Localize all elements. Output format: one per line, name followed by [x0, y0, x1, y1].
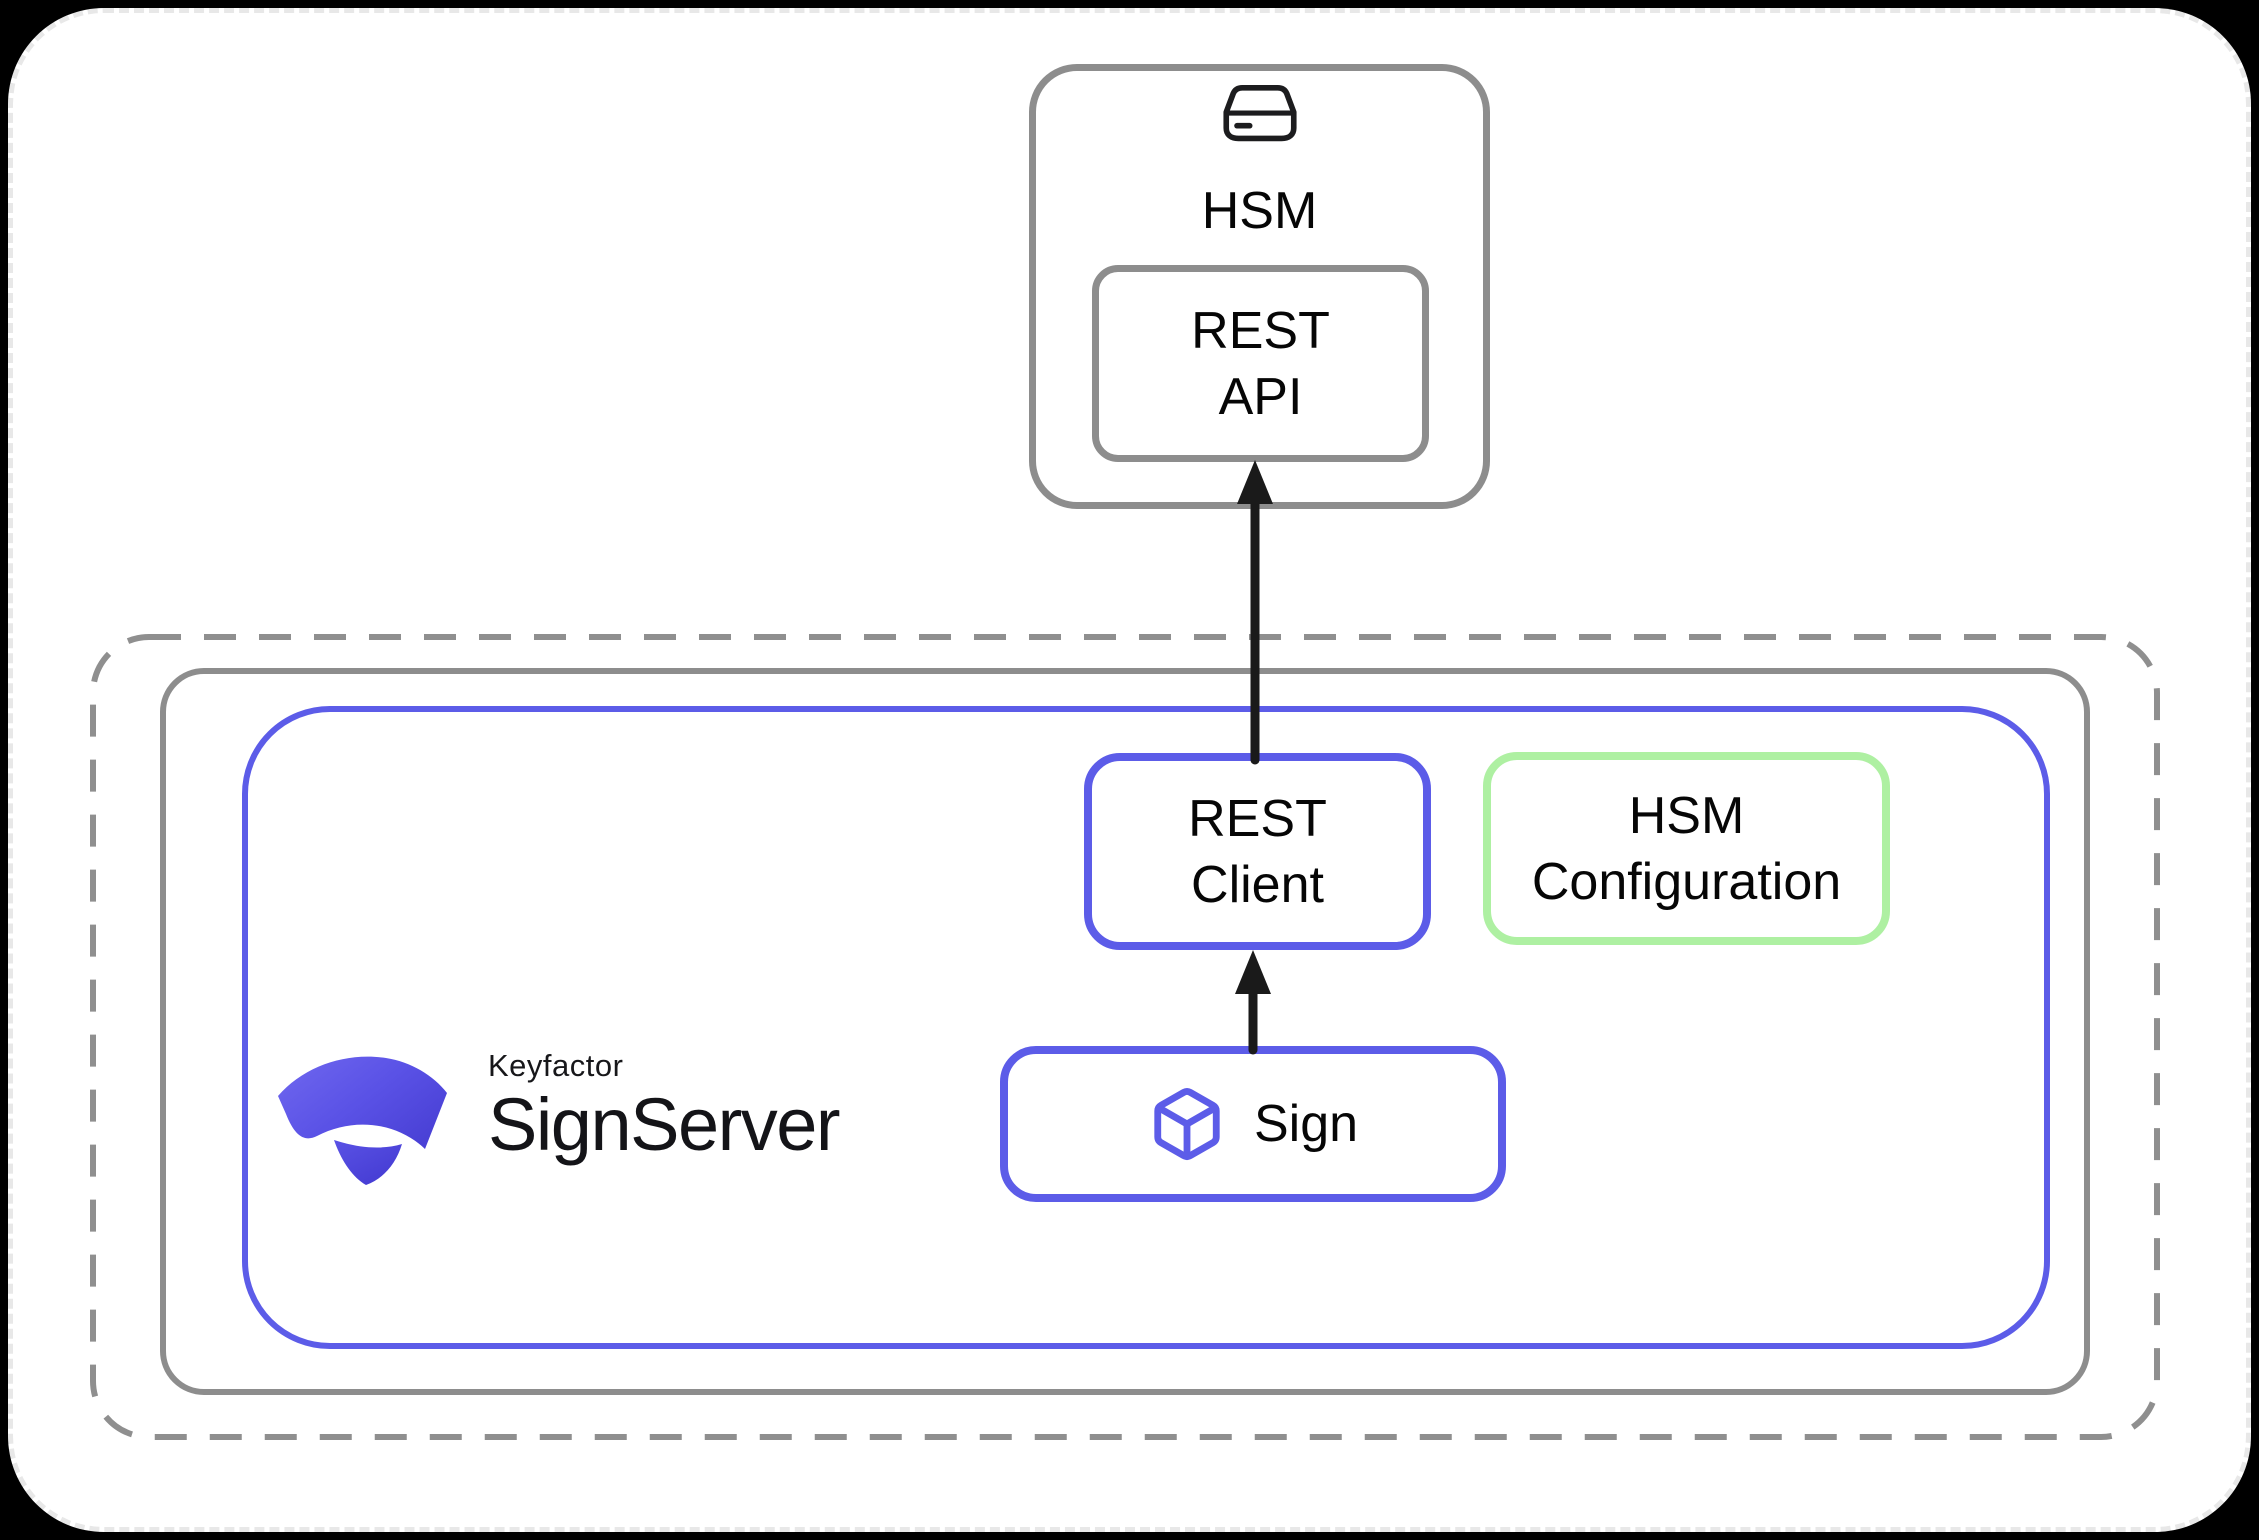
dashed-zone-border	[90, 634, 2160, 1440]
rest-api-label-line2: API	[1218, 367, 1303, 426]
keyfactor-mark-icon	[278, 1056, 447, 1185]
rest-client-label-line2: Client	[1191, 855, 1324, 914]
sign-label: Sign	[1253, 1095, 1359, 1153]
cube-icon	[1154, 1088, 1220, 1161]
hsm-configuration-label-line1: HSM	[1628, 786, 1745, 845]
rest-client-node: REST Client	[1084, 753, 1431, 950]
hsm-node: HSM REST API	[1029, 64, 1490, 509]
hsm-label: HSM	[1201, 182, 1318, 240]
hsm-configuration-node: HSM Configuration	[1483, 752, 1890, 945]
sign-node: Sign	[1000, 1046, 1506, 1202]
logo-product: SignServer	[488, 1083, 841, 1166]
rest-api-label-line1: REST	[1191, 301, 1330, 360]
signserver-zone: Keyfactor SignServer REST Client HSM Con…	[242, 706, 2050, 1349]
deployment-zone-dashed: Keyfactor SignServer REST Client HSM Con…	[90, 634, 2160, 1440]
logo-text: Keyfactor SignServer	[488, 1048, 841, 1166]
rest-api-node: REST API	[1092, 265, 1429, 462]
server-zone: Keyfactor SignServer REST Client HSM Con…	[160, 668, 2090, 1395]
logo-brand: Keyfactor	[488, 1048, 624, 1083]
hsm-configuration-label-line2: Configuration	[1531, 852, 1842, 911]
keyfactor-signserver-logo: Keyfactor SignServer	[276, 1048, 841, 1190]
rest-client-label-line1: REST	[1188, 789, 1327, 848]
storage-drive-icon	[1222, 84, 1297, 142]
